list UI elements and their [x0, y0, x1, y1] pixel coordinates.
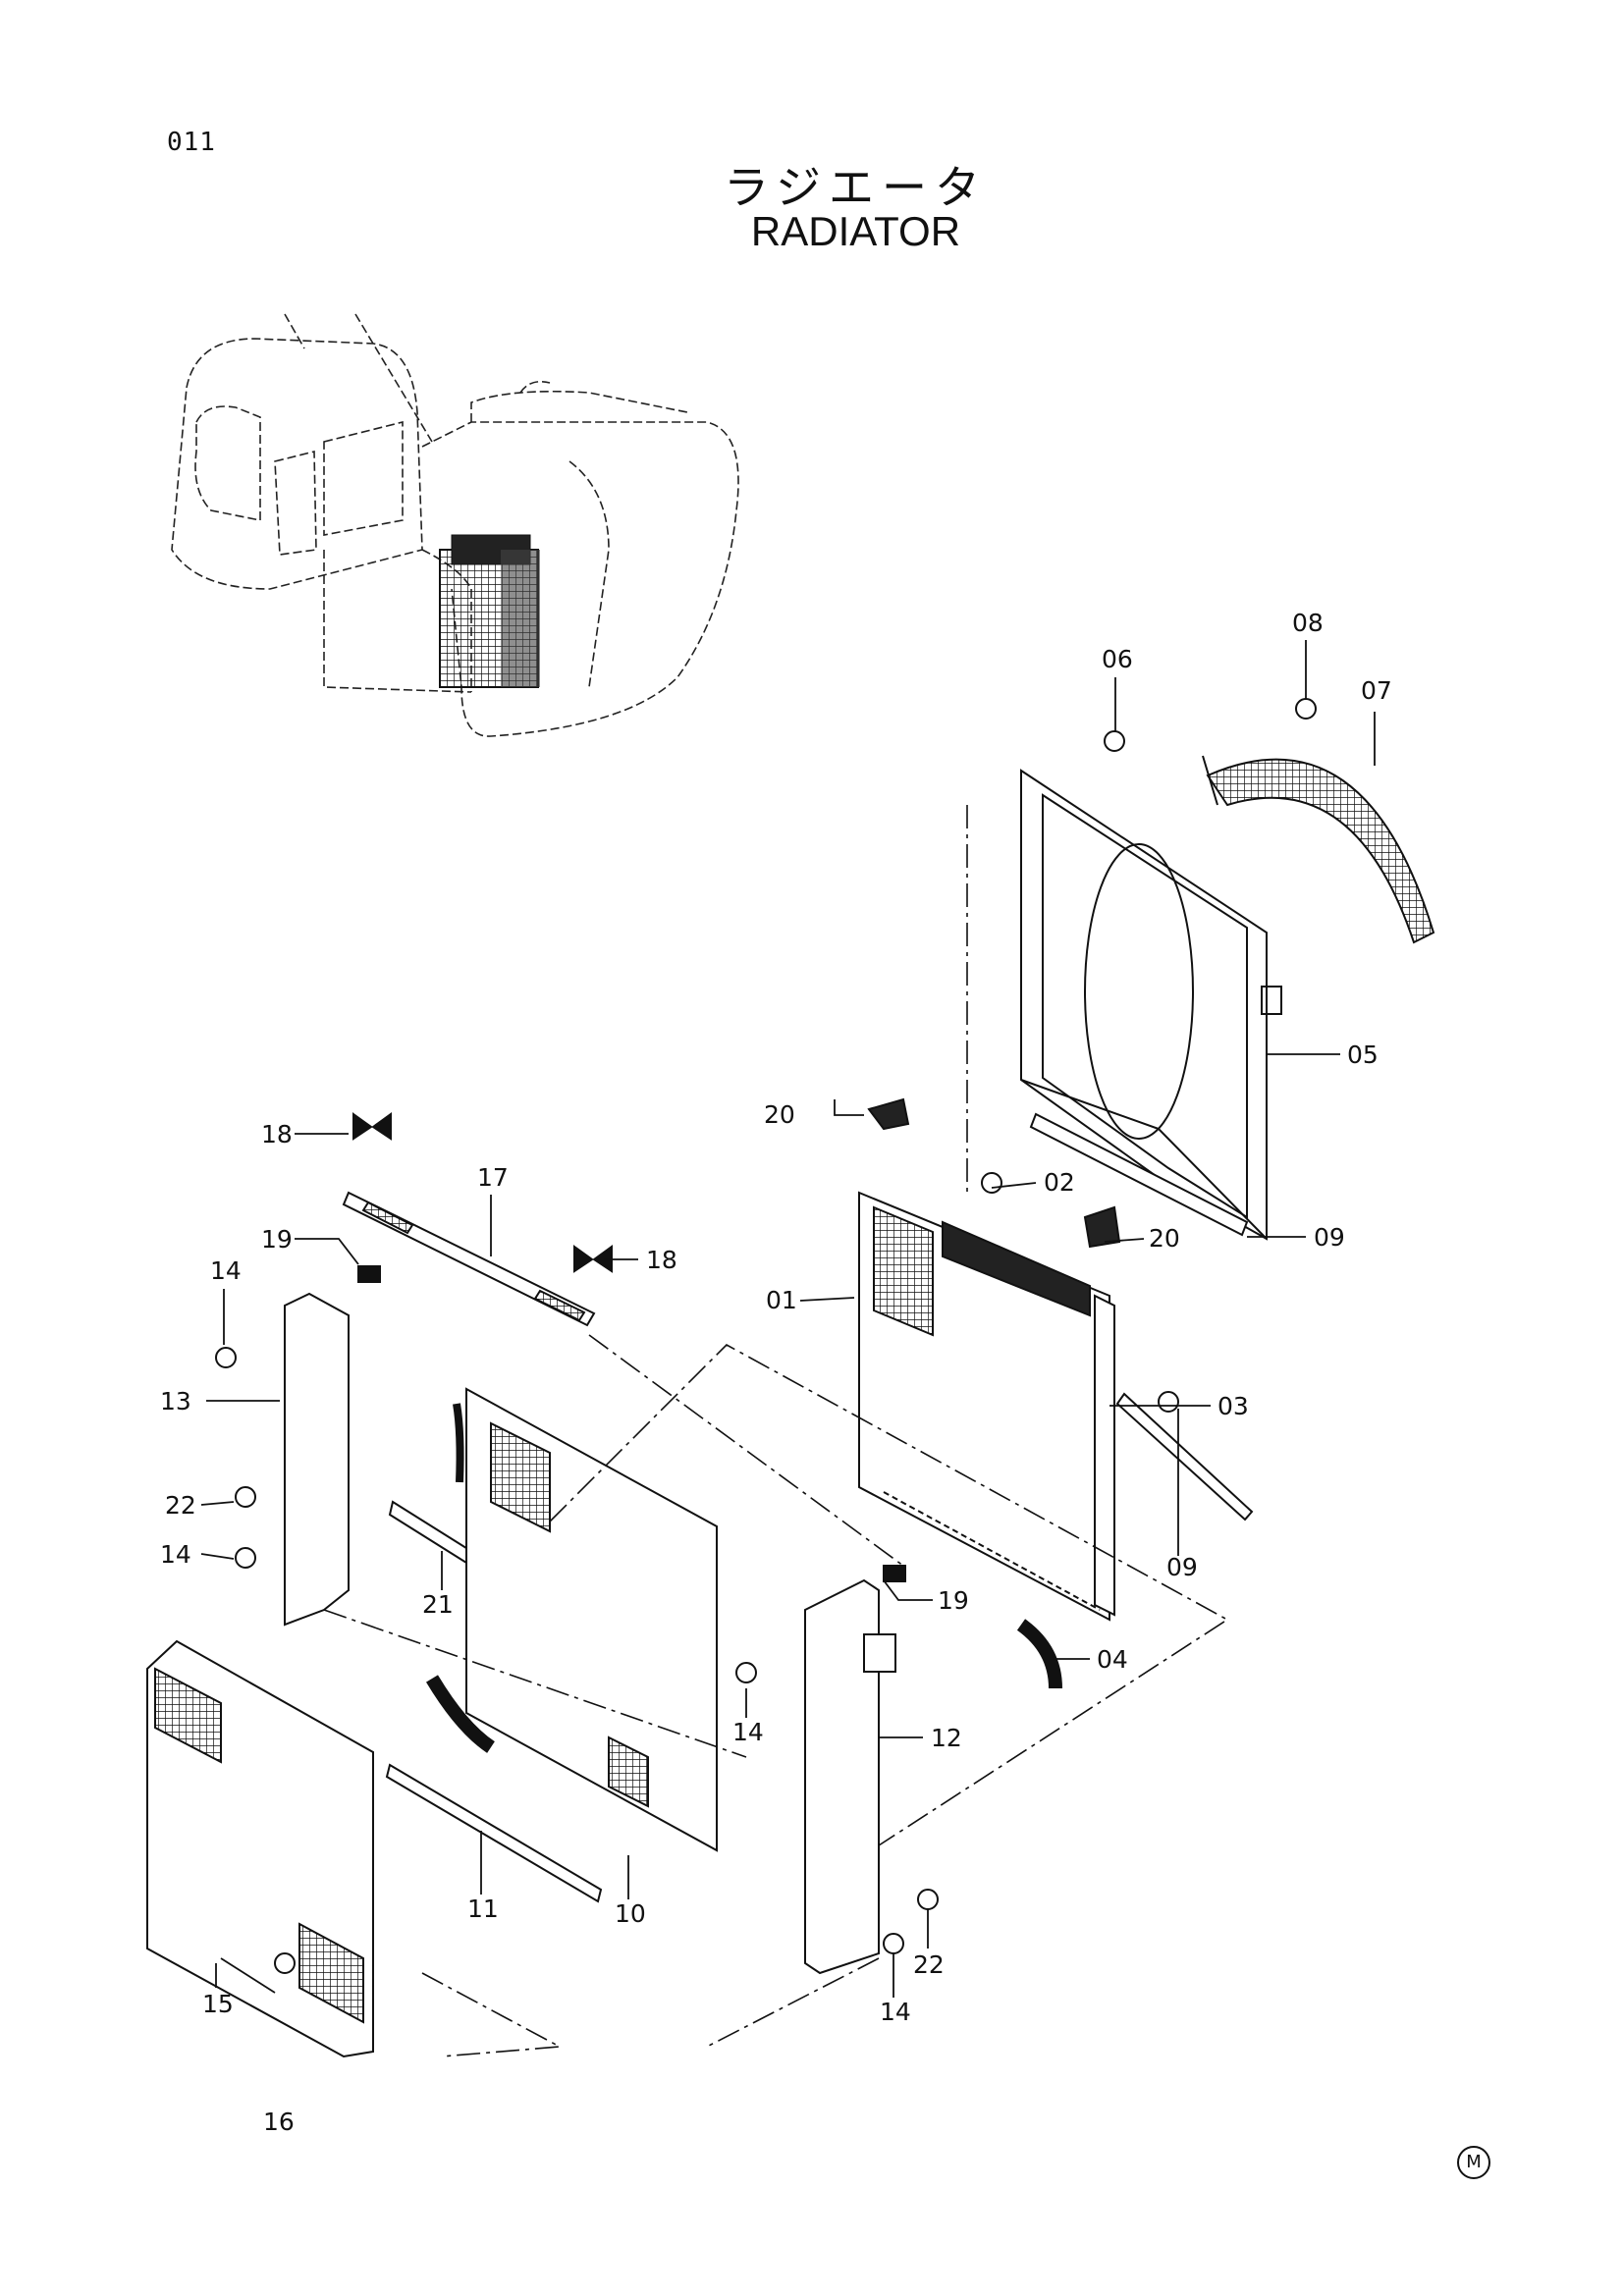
callout-14d: 14: [880, 1998, 911, 2026]
callout-14a: 14: [210, 1256, 242, 1285]
fan-guard: [1202, 755, 1435, 944]
callout-08: 08: [1292, 609, 1324, 637]
overview-radiator-highlight: [439, 534, 540, 688]
callout-01: 01: [766, 1286, 797, 1314]
callout-09a: 09: [1314, 1223, 1345, 1252]
leader-lines: [200, 640, 1376, 1998]
callout-14b: 14: [160, 1540, 191, 1569]
callout-09b: 09: [1166, 1553, 1198, 1581]
side-brackets: [284, 1292, 896, 1975]
callout-03: 03: [1217, 1392, 1249, 1420]
callout-04: 04: [1097, 1645, 1128, 1674]
callout-18a: 18: [261, 1120, 293, 1148]
callout-07: 07: [1361, 676, 1392, 705]
callout-17: 17: [477, 1163, 509, 1192]
callout-22a: 22: [165, 1491, 196, 1520]
callout-13: 13: [160, 1387, 191, 1415]
callout-16: 16: [263, 2108, 295, 2136]
front-screen: [146, 1639, 374, 2058]
callout-02: 02: [1044, 1168, 1075, 1197]
callout-15: 15: [202, 1990, 234, 2018]
callout-10: 10: [615, 1899, 646, 1928]
callout-22b: 22: [913, 1950, 945, 1979]
oil-cooler: [425, 1387, 718, 1852]
radiator-core: [858, 1191, 1115, 1622]
page-number: 011: [167, 128, 216, 157]
alignment-lines: [323, 805, 1229, 2057]
callout-14c: 14: [732, 1718, 764, 1746]
excavator-overview: [171, 313, 739, 737]
callout-11: 11: [467, 1895, 499, 1923]
callout-20a: 20: [764, 1100, 795, 1129]
title-english: RADIATOR: [750, 208, 961, 254]
title-japanese: ラジエータ: [723, 161, 989, 214]
callout-12: 12: [931, 1724, 962, 1752]
callout-19b: 19: [938, 1586, 969, 1615]
callout-21: 21: [422, 1590, 454, 1619]
callout-05: 05: [1347, 1041, 1379, 1069]
top-bar: [342, 1191, 596, 1327]
small-parts: [215, 698, 1317, 1974]
callout-18b: 18: [646, 1246, 677, 1274]
callout-06: 06: [1102, 645, 1133, 673]
manufacturer-mark: M: [1457, 2146, 1490, 2179]
callout-19a: 19: [261, 1225, 293, 1254]
callout-20b: 20: [1149, 1224, 1180, 1253]
